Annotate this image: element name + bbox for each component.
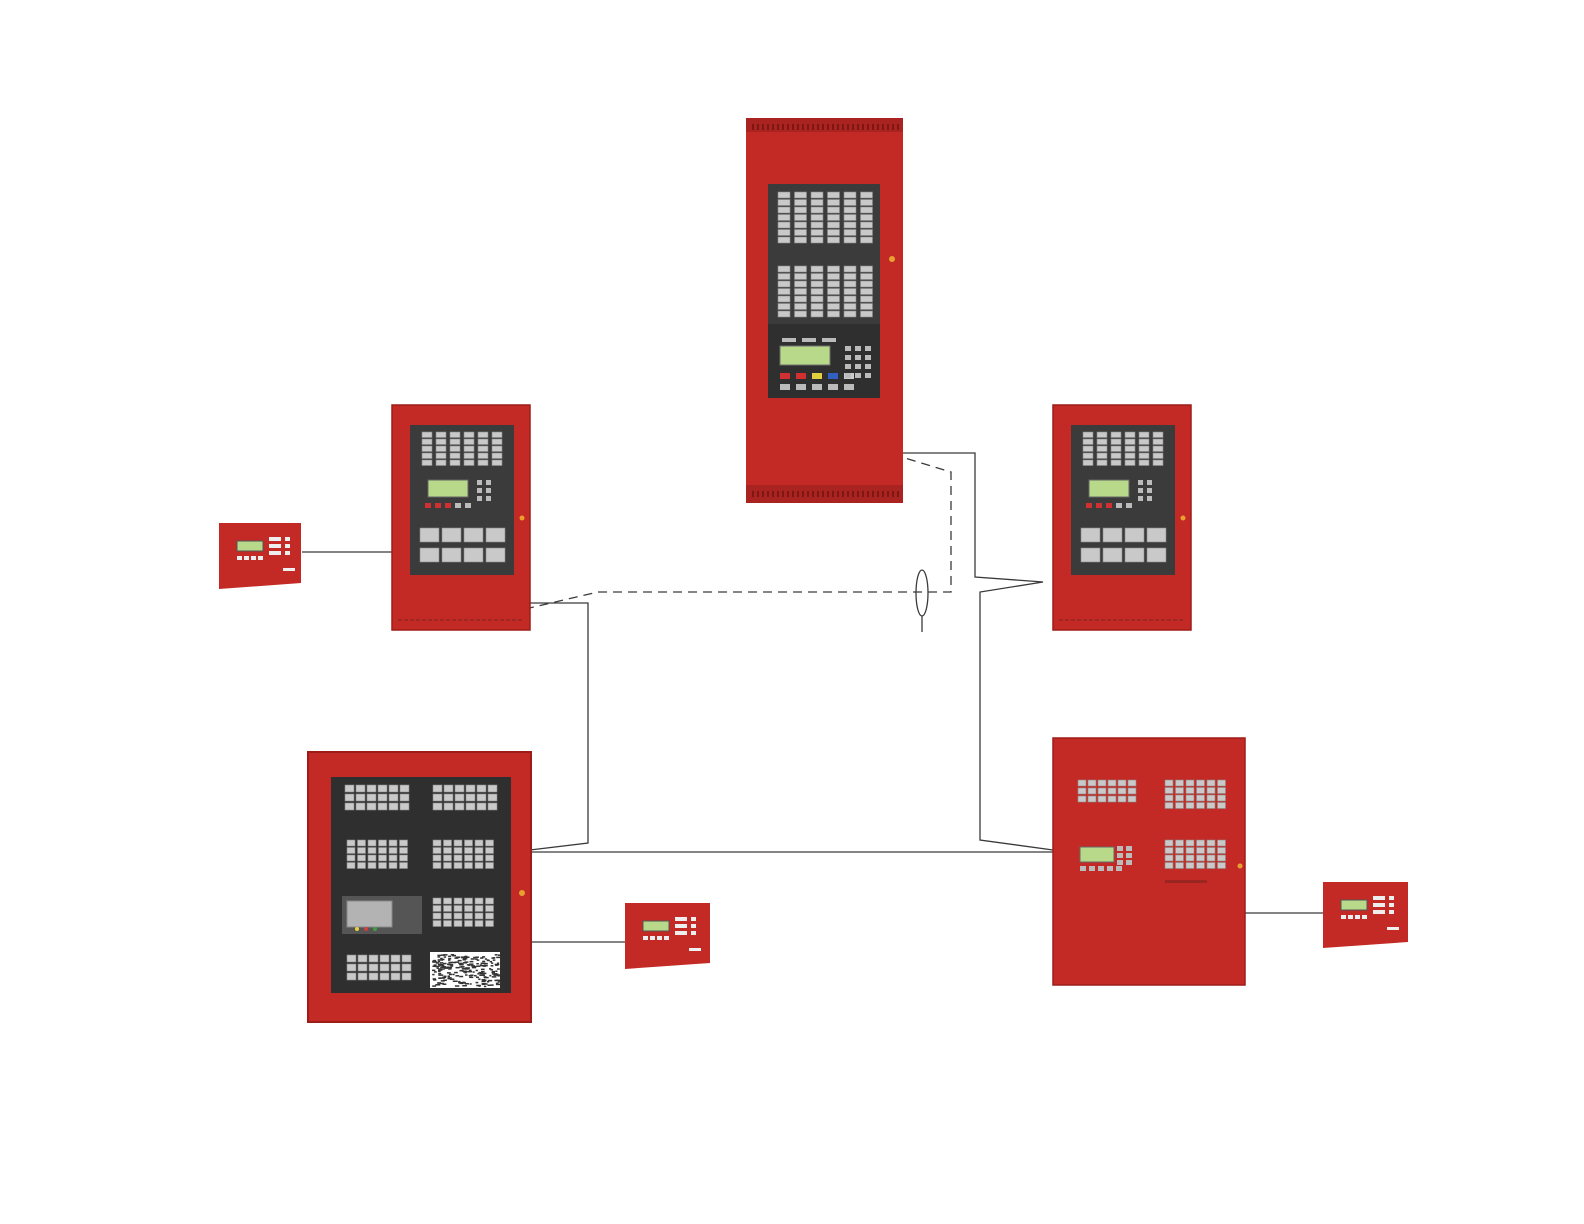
door-lock-icon	[1181, 516, 1186, 521]
remote-annunciator-left	[219, 523, 301, 589]
display-module	[342, 896, 422, 934]
fire-alarm-panel-right	[1053, 405, 1191, 630]
fire-alarm-panel-top-center	[746, 118, 903, 503]
fiber-bundle-marker	[916, 570, 928, 632]
network-link-top-to-bottom-right	[903, 453, 1053, 850]
door-lock-icon	[519, 890, 525, 896]
fire-alarm-panel-bottom-right	[1053, 738, 1245, 985]
remote-annunciator-right	[1323, 882, 1408, 948]
remote-annunciator-bottom-center	[625, 903, 710, 969]
printer-module	[430, 952, 502, 988]
door-lock-icon	[520, 516, 525, 521]
door-lock-icon	[889, 256, 895, 262]
fire-alarm-panel-bottom-left	[308, 752, 531, 1022]
fire-alarm-panel-left	[392, 405, 530, 630]
door-lock-icon	[1238, 864, 1243, 869]
